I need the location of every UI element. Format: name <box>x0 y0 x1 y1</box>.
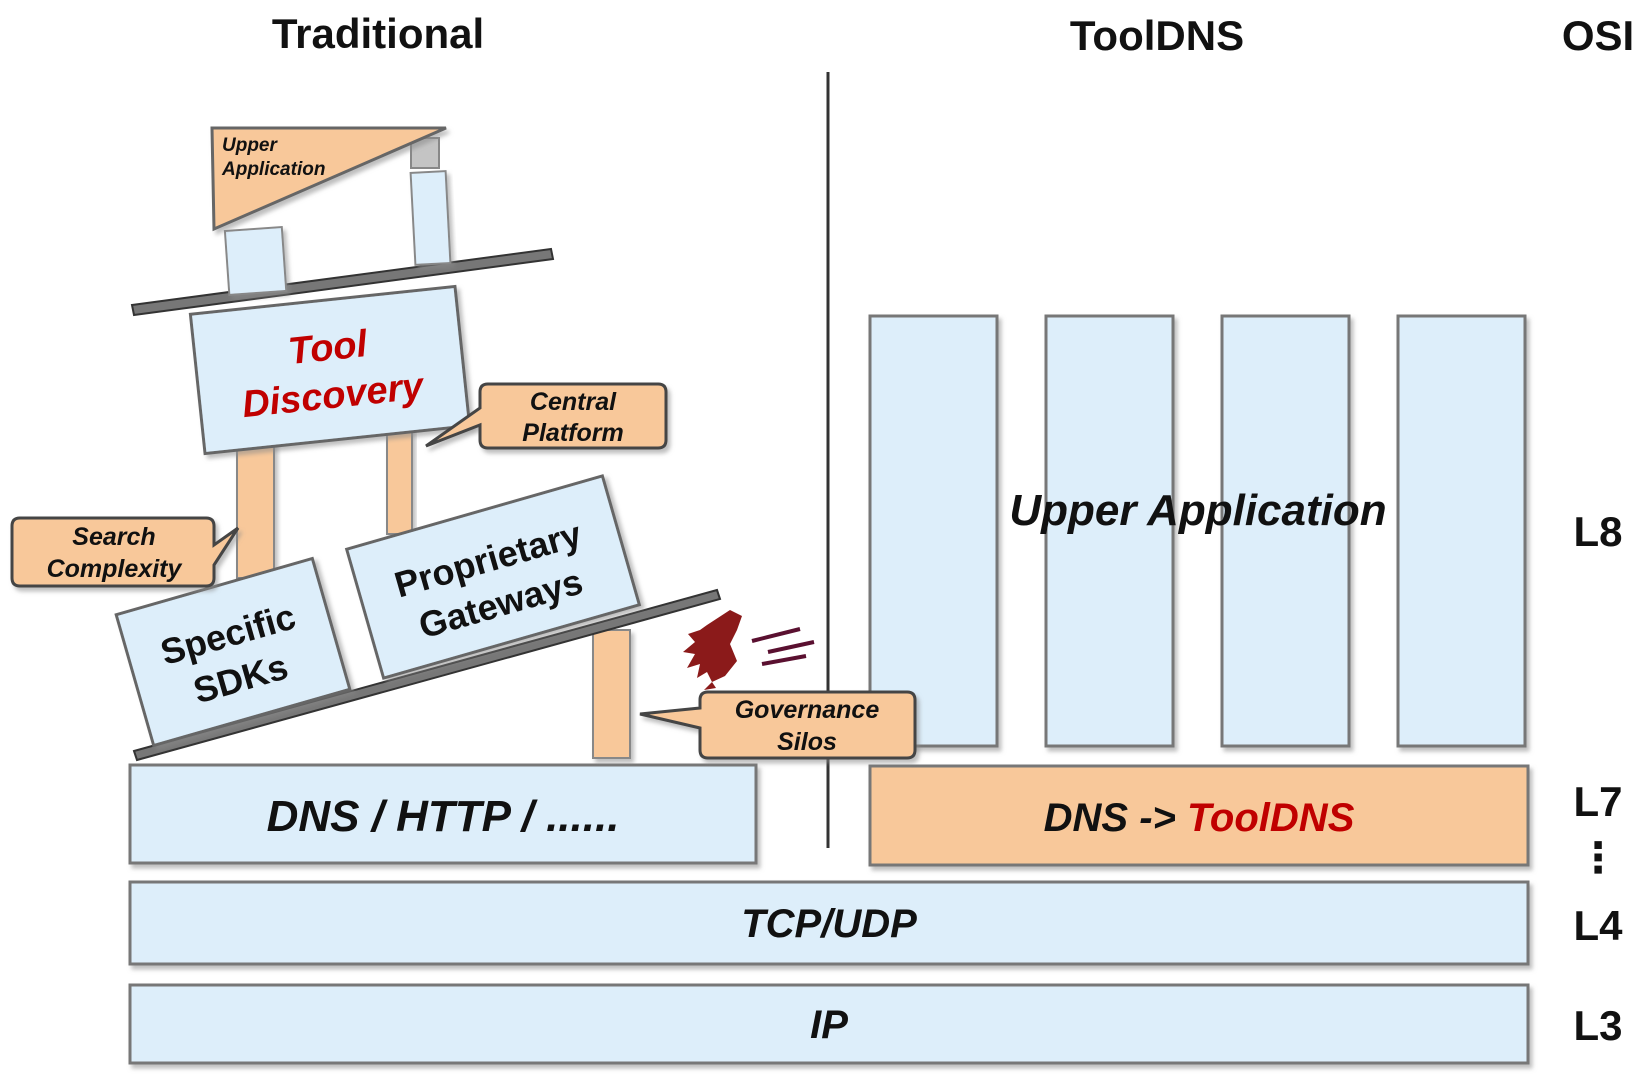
callout-governance-silos: Governance Silos <box>639 690 917 760</box>
tool-discovery-block: Tool Discovery <box>188 284 472 456</box>
central-platform-line2: Platform <box>522 419 623 447</box>
search-complexity-line1: Search <box>72 523 155 551</box>
osi-dots: ⋮ <box>1577 834 1619 881</box>
upper-plank <box>130 247 555 317</box>
layer-dns-tooldns: DNS -> ToolDNS <box>868 764 1530 867</box>
upper-pillar-cap <box>410 137 440 169</box>
layer-dns-http-label: DNS / HTTP / ...... <box>267 792 620 841</box>
upper-pillar-right <box>409 170 452 266</box>
header-tooldns: ToolDNS <box>1070 12 1244 59</box>
app-column-4 <box>1396 314 1527 748</box>
governance-silos-line2: Silos <box>777 728 837 756</box>
upper-wedge-line2: Application <box>221 159 325 180</box>
osi-l7: L7 <box>1573 778 1622 825</box>
layer-dns-http: DNS / HTTP / ...... <box>128 763 758 865</box>
app-column-1 <box>868 314 999 748</box>
callout-search-complexity: Search Complexity <box>10 516 240 588</box>
callout-central-platform: Central Platform <box>425 382 668 450</box>
header-osi: OSI <box>1562 12 1634 59</box>
upper-wedge-line1: Upper <box>222 135 279 156</box>
support-leg-central <box>386 421 413 535</box>
support-leg-governance <box>592 629 631 759</box>
governance-silos-line1: Governance <box>735 696 880 724</box>
central-platform-line1: Central <box>530 388 617 416</box>
svg-text:DNS -> ToolDNS: DNS -> ToolDNS <box>1044 796 1355 840</box>
eagle-icon <box>683 610 742 690</box>
osi-l3: L3 <box>1573 1002 1622 1049</box>
speed-lines-icon <box>751 627 815 666</box>
specific-sdks-block: Specific SDKs <box>114 556 352 748</box>
proprietary-gateways-block: Proprietary Gateways <box>344 474 642 680</box>
layer-ip-label: IP <box>810 1003 848 1047</box>
upper-pillar-left <box>223 225 288 296</box>
osi-l8: L8 <box>1573 508 1622 555</box>
upper-application-label: Upper Application <box>1009 486 1386 535</box>
tool-discovery-line1: Tool <box>286 323 370 373</box>
layer-tcp-udp-label: TCP/UDP <box>741 902 917 946</box>
dns-arrow-label: DNS -> <box>1044 796 1187 840</box>
upper-application-columns: Upper Application <box>868 314 1527 748</box>
lower-plank <box>132 588 722 762</box>
app-column-3 <box>1220 314 1351 748</box>
osi-l4: L4 <box>1573 902 1623 949</box>
app-column-2 <box>1044 314 1175 748</box>
upper-application-wedge: Upper Application <box>210 126 447 232</box>
layer-ip: IP <box>128 983 1530 1065</box>
traditional-stack: Specific SDKs Proprietary Gateways Tool … <box>114 126 722 762</box>
tooldns-highlight-label: ToolDNS <box>1187 796 1355 840</box>
support-leg-search <box>236 439 275 579</box>
search-complexity-line2: Complexity <box>47 555 183 583</box>
layer-tcp-udp: TCP/UDP <box>128 880 1530 966</box>
header-traditional: Traditional <box>272 10 484 57</box>
